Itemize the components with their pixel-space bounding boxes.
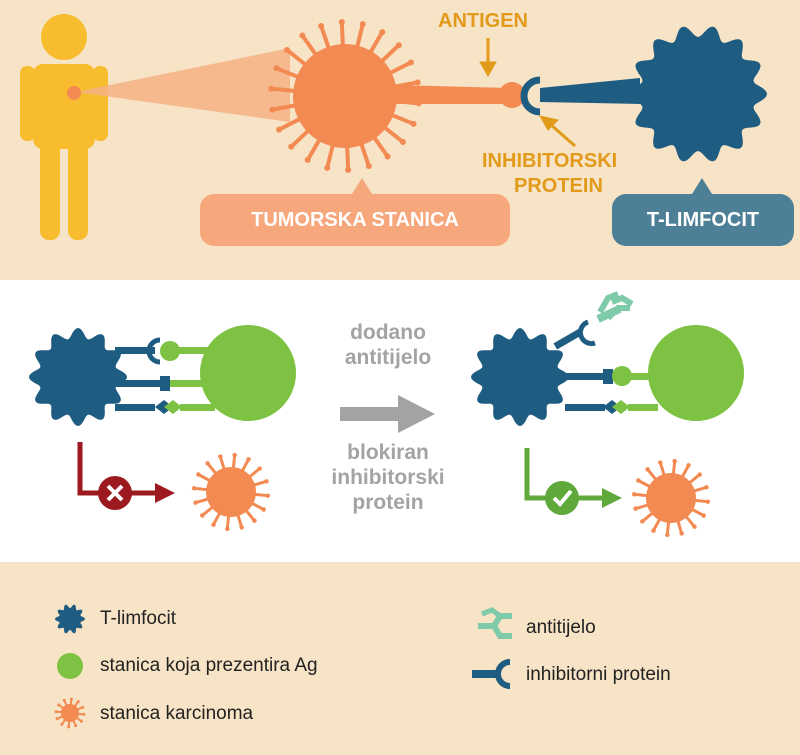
added-line2: antitijelo (344, 346, 432, 369)
blocked-line2: inhibitorski (331, 466, 445, 489)
legend-apc-label: stanica koja prezentira Ag (100, 655, 318, 676)
right-scene (471, 291, 744, 538)
legend-antibody-label: antitijelo (526, 617, 596, 638)
ligand-diamond (164, 400, 182, 414)
antigen-label: ANTIGEN (438, 10, 528, 32)
t-lymphocyte-icon (471, 328, 569, 426)
middle-illustration (29, 291, 744, 538)
cancer-cell-icon (631, 458, 711, 538)
added-antibody-text: dodano antitijelo (298, 320, 478, 370)
person-icon (20, 14, 108, 240)
antigen-stalk (395, 85, 510, 104)
ligand-stalk (628, 404, 658, 411)
receptor-stalk (115, 347, 155, 354)
tumor-location-marker (67, 86, 81, 100)
t-lymphocyte-badge: T-LIMFOCIT (612, 194, 794, 246)
legend-cancer-label: stanica karcinoma (100, 703, 254, 724)
antigen-presenting-cell-icon (57, 653, 83, 679)
top-illustration (20, 14, 767, 240)
ligand-stalk (180, 404, 215, 411)
inhibitor-arrow (539, 115, 576, 148)
ligand-stalk (170, 380, 215, 387)
antigen-arrow (479, 38, 497, 78)
inhibitor-protein-icon (520, 76, 541, 116)
blocked-inhibitor-text: blokiran inhibitorski protein (298, 440, 478, 515)
success-arrow (524, 448, 622, 515)
receptor-stalk (115, 404, 155, 411)
receptor-head (160, 376, 170, 391)
blocked-arrow (77, 442, 175, 510)
legend-icons (54, 604, 512, 729)
ligand-ball (160, 341, 180, 361)
tumor-cell-badge: TUMORSKA STANICA (200, 194, 510, 246)
legend-inhibitor-label: inhibitorni protein (526, 664, 671, 685)
tcell-stalk (540, 78, 640, 104)
t-lymphocyte-icon (55, 604, 85, 634)
receptor-stalk (565, 373, 607, 380)
antigen-presenting-cell-icon (648, 325, 744, 421)
top-panel: ANTIGEN INHIBITORSKI PROTEIN TUMORSKA ST… (0, 0, 800, 280)
t-lymphocyte-icon (29, 328, 127, 426)
antigen-ball (499, 82, 525, 108)
legend-tcell-label: T-limfocit (100, 608, 176, 629)
ligand-stalk (628, 373, 658, 380)
tcell-badge-pointer (692, 178, 712, 194)
inhibitor-protein-icon (577, 319, 596, 347)
inhibitor-protein-icon (472, 659, 511, 689)
blocked-line1: blokiran (347, 441, 429, 464)
legend-panel: T-limfocit stanica koja prezentira Ag st… (0, 562, 800, 755)
cancer-cell-icon (191, 452, 271, 532)
ligand-diamond (612, 400, 630, 414)
center-arrow (340, 395, 435, 433)
antigen-presenting-cell-icon (200, 325, 296, 421)
receptor-stalk (553, 328, 583, 350)
zoom-beam (76, 48, 290, 122)
receptor-head (603, 369, 613, 384)
blocked-line3: protein (352, 491, 424, 514)
added-line1: dodano (350, 321, 426, 344)
ligand-ball (612, 366, 632, 386)
tumor-cell-icon (268, 19, 422, 173)
antibody-icon (478, 607, 512, 639)
middle-panel: dodano antitijelo blokiran inhibitorski … (0, 280, 800, 562)
receptor-stalk (565, 404, 605, 411)
ligand-stalk (175, 347, 215, 354)
antibody-icon (596, 291, 634, 323)
tumor-badge-pointer (352, 178, 372, 194)
inhibitor-label-line2: PROTEIN (514, 175, 603, 197)
inhibitor-label-line1: INHIBITORSKI (482, 150, 618, 172)
t-lymphocyte-icon (629, 26, 767, 162)
receptor-stalk (115, 380, 160, 387)
left-scene (29, 325, 296, 532)
cancer-cell-icon (54, 697, 86, 729)
